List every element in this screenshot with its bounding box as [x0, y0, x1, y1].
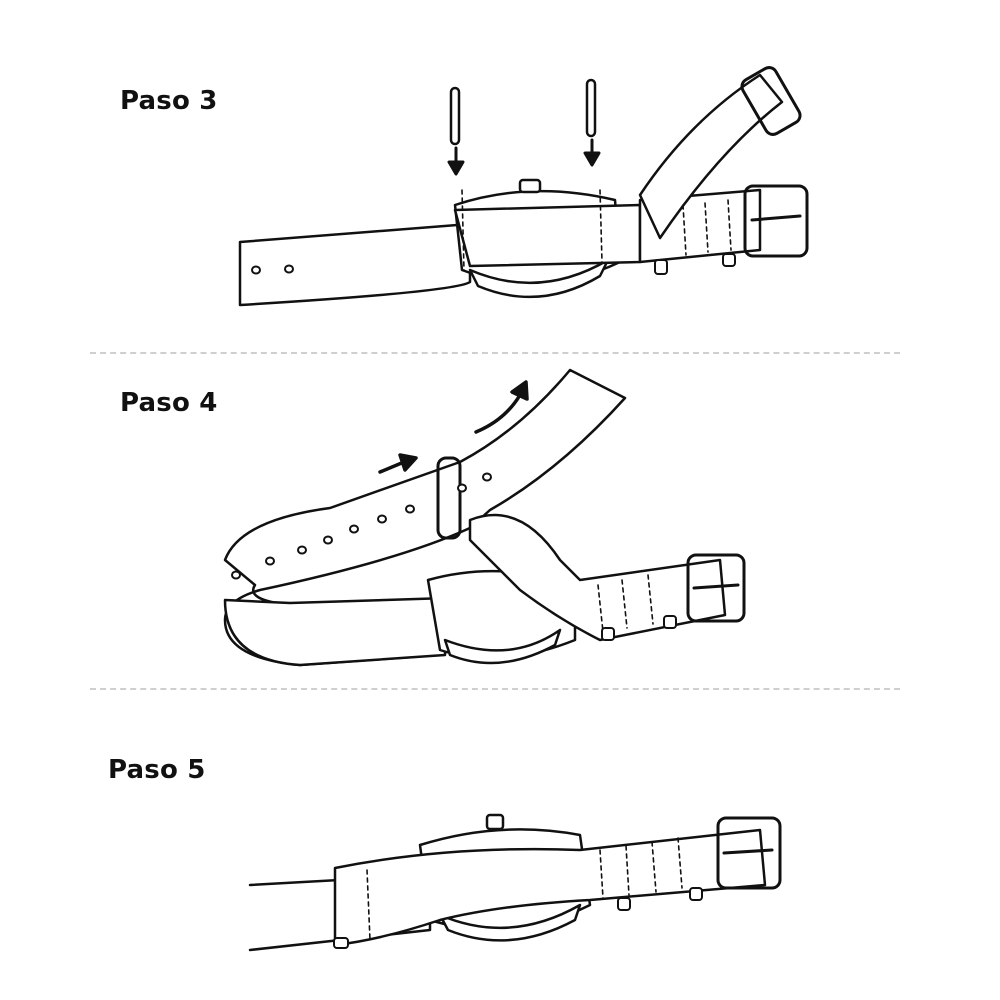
spring-bar-pin: [449, 86, 461, 146]
down-arrow-icon: [447, 160, 465, 176]
strap-hole: [231, 570, 241, 580]
strap-hole: [284, 264, 294, 274]
keeper-loop: [740, 66, 802, 136]
spring-bar-pin: [585, 78, 597, 138]
strap-bottom: [223, 596, 450, 667]
strap-hole: [377, 514, 387, 524]
strap-hole: [349, 524, 359, 534]
step-3-illustration: [238, 66, 809, 307]
watch-dial: [438, 903, 582, 942]
step-5-illustration: [248, 813, 782, 952]
step-divider-1: [90, 352, 900, 354]
strap-hole: [251, 265, 261, 275]
watch-crown: [518, 178, 542, 194]
strap-hole: [405, 504, 415, 514]
strap-rising: [638, 73, 784, 240]
watch-dial: [443, 628, 562, 665]
step-divider-2: [90, 688, 900, 690]
arrow-head-icon: [510, 380, 529, 401]
strap-top-layer: [333, 828, 767, 947]
buckle-icon: [743, 184, 809, 258]
step-3-label: Paso 3: [120, 86, 218, 116]
watch-crown: [485, 813, 505, 831]
step-4-label: Paso 4: [120, 388, 218, 418]
strap-hole: [323, 535, 333, 545]
strap-hole: [297, 545, 307, 555]
step-4-illustration: [223, 368, 746, 667]
strap-hole: [482, 472, 492, 482]
buckle-icon: [686, 553, 746, 623]
keeper-loop: [436, 456, 462, 540]
down-arrow-icon: [583, 151, 601, 167]
watch-dial: [468, 258, 610, 299]
curved-arrow-icon: [474, 393, 522, 434]
strap-hole: [457, 483, 467, 493]
step-5-label: Paso 5: [108, 755, 206, 785]
strap-short-end: [468, 513, 727, 642]
right-arrow-icon: [398, 453, 418, 472]
strap-under-case: [453, 203, 642, 268]
strap-long-end: [238, 222, 482, 307]
buckle-icon: [716, 816, 782, 890]
strap-hole: [265, 556, 275, 566]
